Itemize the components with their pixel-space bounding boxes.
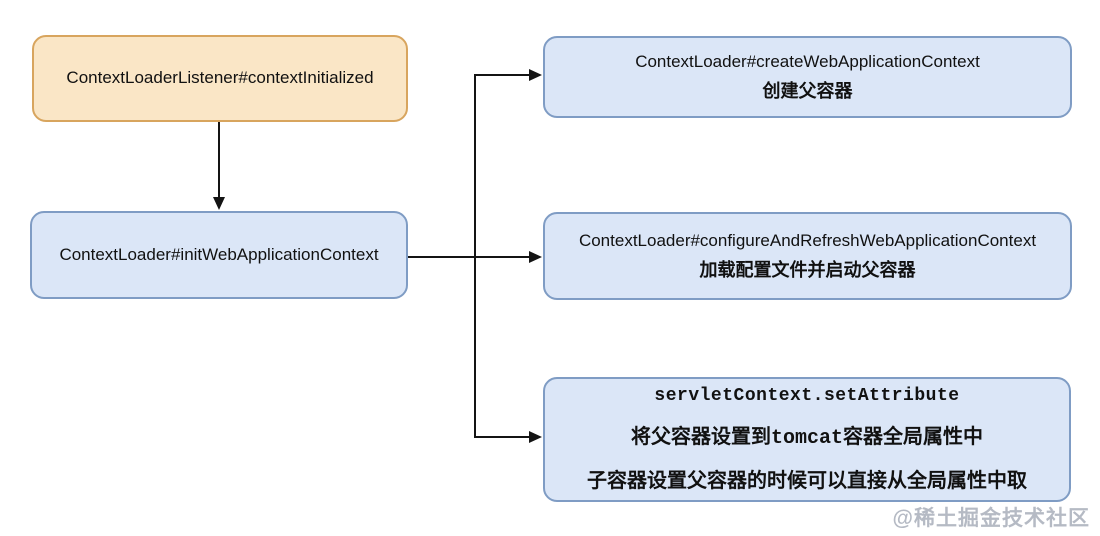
- edge-init-to-setattribute: [474, 257, 542, 443]
- node-contextloader-configureandrefreshwebapplicationcontext: ContextLoader#configureAndRefreshWebAppl…: [543, 212, 1072, 300]
- node-description-line2: 子容器设置父容器的时候可以直接从全局属性中取: [587, 470, 1027, 494]
- node-contextloader-initwebapplicationcontext: ContextLoader#initWebApplicationContext: [30, 211, 408, 299]
- node-label: ContextLoader#initWebApplicationContext: [59, 244, 379, 264]
- node-label: ContextLoader#configureAndRefreshWebAppl…: [578, 230, 1037, 250]
- node-contextloaderlistener-contextinitialized: ContextLoaderListener#contextInitialized: [32, 35, 408, 122]
- node-label: ContextLoader#createWebApplicationContex…: [635, 51, 980, 71]
- node-servletcontext-setattribute: servletContext.setAttribute 将父容器设置到tomca…: [543, 377, 1071, 502]
- node-description: 加载配置文件并启动父容器: [699, 262, 916, 283]
- node-description-line1: 将父容器设置到tomcat容器全局属性中: [630, 426, 983, 450]
- node-label: ContextLoaderListener#contextInitialized: [66, 68, 374, 88]
- node-description: 创建父容器: [762, 83, 853, 104]
- node-contextloader-createwebapplicationcontext: ContextLoader#createWebApplicationContex…: [543, 36, 1072, 118]
- edge-init-to-createwebapplicationcontext: [474, 69, 542, 257]
- juejin-watermark: @稀土掘金技术社区: [892, 507, 1090, 530]
- node-label: servletContext.setAttribute: [654, 385, 960, 406]
